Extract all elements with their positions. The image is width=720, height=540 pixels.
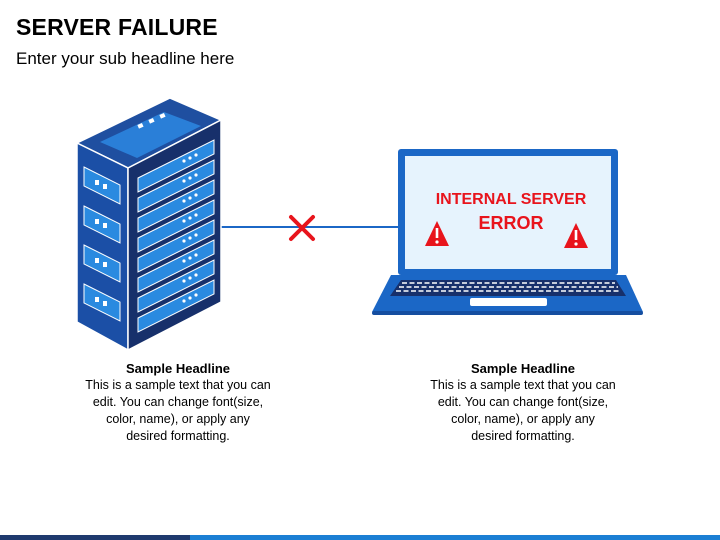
bottom-bar-dark-segment bbox=[0, 535, 190, 540]
caption-body-line: This is a sample text that you can bbox=[85, 378, 271, 392]
caption-body-line: color, name), or apply any bbox=[451, 412, 595, 426]
slide-title: SERVER FAILURE bbox=[16, 14, 218, 40]
caption-headline: Sample Headline bbox=[470, 361, 576, 376]
caption-body-line: color, name), or apply any bbox=[106, 412, 250, 426]
caption-body-line: edit. You can change font(size, bbox=[92, 395, 264, 409]
warning-icon bbox=[564, 223, 588, 248]
caption-right: Sample Headline This is a sample text th… bbox=[413, 360, 633, 445]
warning-icon bbox=[425, 221, 449, 246]
caption-body-line: desired formatting. bbox=[471, 429, 575, 443]
screen-error-line1: INTERNAL SERVER bbox=[436, 191, 587, 208]
slide-subtitle: Enter your sub headline here bbox=[16, 49, 235, 68]
cross-icon bbox=[289, 215, 315, 241]
caption-headline: Sample Headline bbox=[125, 361, 231, 376]
caption-body-line: edit. You can change font(size, bbox=[437, 395, 609, 409]
caption-body-line: desired formatting. bbox=[126, 429, 230, 443]
caption-left: Sample Headline This is a sample text th… bbox=[68, 360, 288, 445]
laptop-icon: INTERNAL SERVER ERROR bbox=[372, 149, 643, 315]
bottom-bar-light-segment bbox=[190, 535, 720, 540]
caption-body-line: This is a sample text that you can bbox=[430, 378, 616, 392]
bottom-accent-bar bbox=[0, 535, 720, 540]
laptop-screen bbox=[405, 156, 611, 269]
server-icon bbox=[75, 97, 223, 352]
screen-error-line2: ERROR bbox=[478, 213, 543, 233]
